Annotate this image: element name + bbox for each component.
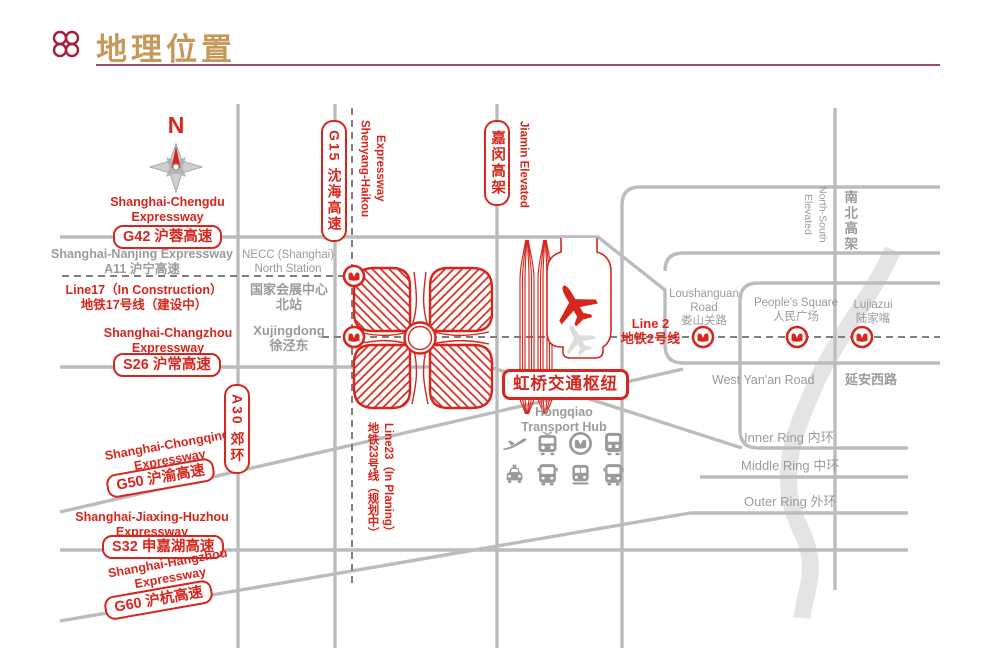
label-loushanguan-road: Loushanguan Road 娄山关路 [669, 288, 739, 328]
terminal-outline [546, 238, 612, 359]
label-line2: Line 2 地铁2号线 [620, 316, 681, 347]
label-jiamin-elevated: Jiamin Elevated [517, 121, 530, 208]
badge-s26: S26 沪常高速 [113, 353, 221, 378]
railcar-icon [600, 430, 627, 457]
label-north-south-elevated: North-South Elevated [802, 186, 829, 243]
airplane-icon [501, 430, 528, 457]
label-middle-ring: Middle Ring 中环 [741, 458, 840, 473]
label-outer-ring: Outer Ring 外环 [744, 494, 837, 509]
label-hongqiao-hub-en: Hongqiao Transport Hub [521, 405, 607, 434]
metro-logo-icon [567, 430, 594, 457]
label-shanghai-nanjing-expressway: Shanghai-Nanjing Expressway A11 沪宁高速 [51, 247, 233, 276]
label-line17: Line17（In Construction） 地铁17号线（建设中） [65, 283, 223, 312]
label-shanghai-changzhou-expressway: Shanghai-Changzhou Expressway [103, 326, 233, 355]
metro-station-icon [850, 325, 874, 349]
badge-a30: A30 郊环 [224, 384, 250, 474]
label-xujingdong: Xujingdong 徐泾东 [253, 323, 325, 354]
metro-station-icon [785, 325, 809, 349]
train-icon [534, 430, 561, 457]
label-necc-north-station-en: NECC (Shanghai) North Station [241, 249, 335, 275]
label-peoples-square: People's Square 人民广场 [753, 297, 839, 323]
title-underline [96, 64, 940, 66]
compass-north-label: N [167, 112, 185, 138]
clover-flower-icon [52, 30, 80, 58]
bus-icon [534, 461, 561, 488]
badge-g15: G15 沈海高速 [321, 120, 347, 243]
page-title: 地理位置 [96, 32, 236, 67]
label-shanghai-chengdu-expressway: Shanghai-Chengdu Expressway [110, 195, 225, 224]
label-shenyang-haikou-expressway: Shenyang-Haikou Expressway [358, 120, 387, 218]
badge-g42: G42 沪蓉高速 [113, 225, 223, 250]
badge-jiamin-elevated: 嘉闵高架 [484, 120, 511, 206]
metro-station-icon [342, 325, 366, 349]
taxi-icon [501, 461, 528, 488]
bus-icon [600, 461, 627, 488]
huangpu-river [780, 246, 901, 620]
badge-s32: S32 申嘉湖高速 [102, 535, 225, 560]
hub-transport-icons [501, 430, 627, 488]
label-line23: Line23（In Planing） 地铁23号线（规划中） [366, 422, 395, 539]
label-nanbei-gaojia: 南北高架 [842, 190, 858, 252]
tram-icon [567, 461, 594, 488]
label-west-yanan-road-cn: 延安西路 [845, 372, 898, 387]
metro-station-icon [342, 264, 366, 288]
label-necc-north-station-cn: 国家会展中心 北站 [249, 282, 328, 313]
label-west-yanan-road-en: West Yan'an Road [712, 373, 815, 387]
badge-hongqiao-hub: 虹桥交通枢纽 [502, 369, 629, 400]
compass-rose-icon [148, 142, 204, 194]
label-inner-ring: Inner Ring 内环 [744, 430, 834, 445]
necc-flower-building-icon [352, 266, 494, 410]
label-lujiazui: Lujiazui 陆家嘴 [853, 299, 893, 325]
